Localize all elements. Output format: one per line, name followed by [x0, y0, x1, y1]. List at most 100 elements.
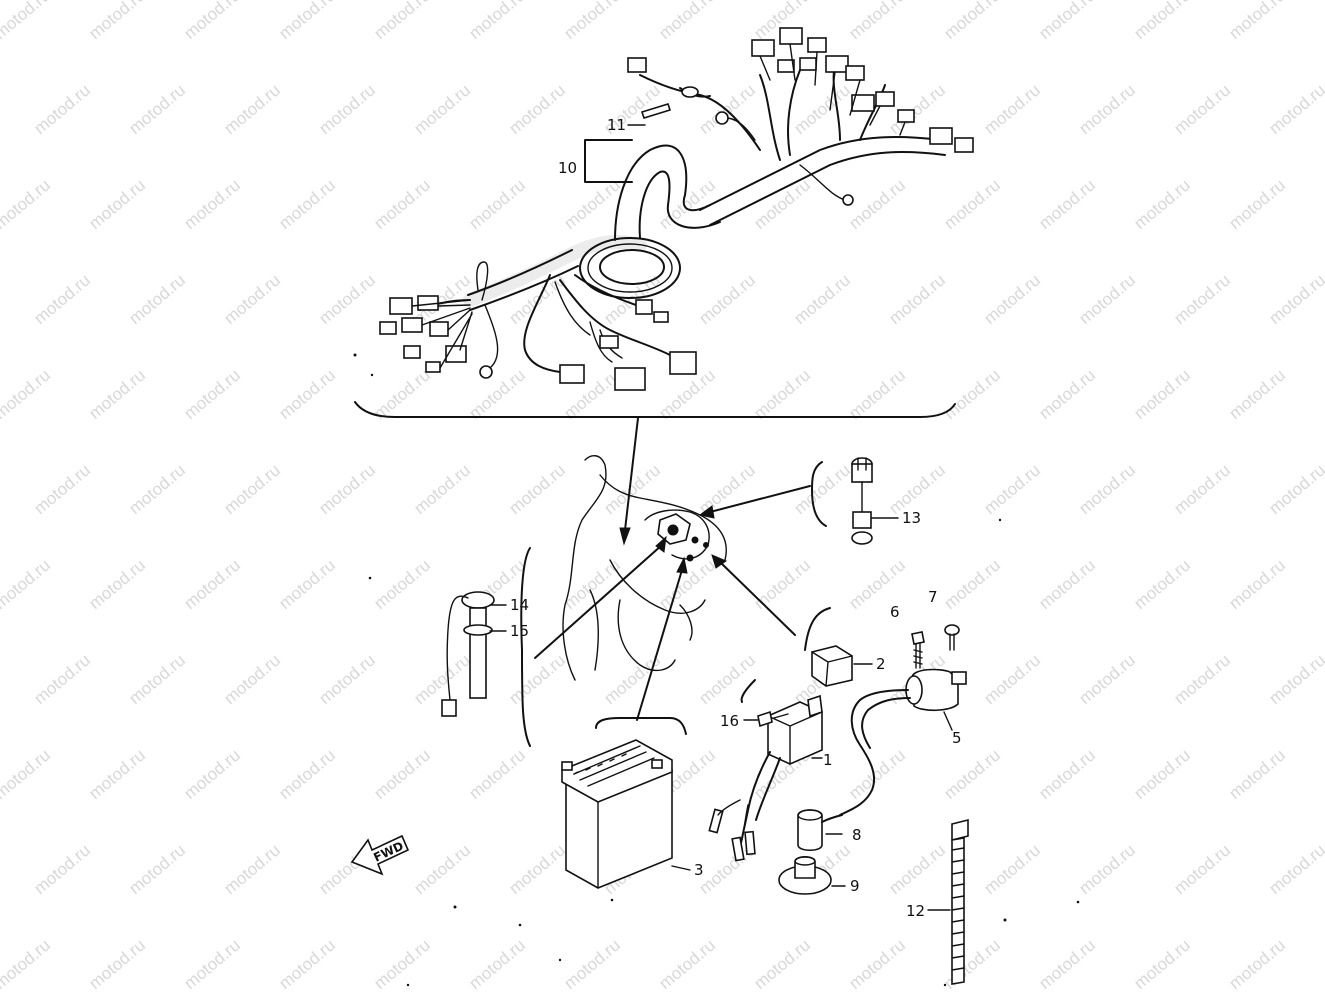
harness-connectors-lower [379, 261, 499, 379]
watermark-text: motod.ru [410, 80, 474, 138]
watermark-text: motod.ru [695, 460, 759, 518]
watermark-text: motod.ru [1075, 270, 1139, 328]
watermark-text: motod.ru [1130, 745, 1194, 803]
watermark-text: motod.ru [275, 745, 339, 803]
harness-branches-lower [523, 274, 697, 391]
watermark-text: motod.ru [750, 365, 814, 423]
watermark-text: motod.ru [940, 0, 1004, 43]
watermark-text: motod.ru [1075, 840, 1139, 898]
callout-15: 15 [510, 622, 529, 640]
battery-bracket [595, 717, 687, 735]
watermark-text: motod.ru [0, 365, 54, 423]
watermark-text: motod.ru [180, 555, 244, 613]
watermark-text: motod.ru [980, 270, 1044, 328]
watermark-text: motod.ru [125, 840, 189, 898]
watermark-text: motod.ru [940, 555, 1004, 613]
watermark-text: motod.ru [1265, 270, 1325, 328]
watermark-text: motod.ru [750, 175, 814, 233]
pointer-relay-coil [719, 561, 796, 636]
fuse-icon [640, 103, 672, 119]
watermark-text: motod.ru [1320, 555, 1325, 613]
watermark-text: motod.ru [0, 555, 54, 613]
callout-11: 11 [607, 116, 626, 134]
watermark-text: motod.ru [85, 555, 149, 613]
watermark-text: motod.ru [315, 270, 379, 328]
watermark-text: motod.ru [85, 745, 149, 803]
watermark-text: motod.ru [180, 0, 244, 43]
watermark-text: motod.ru [695, 80, 759, 138]
watermark-text: motod.ru [125, 460, 189, 518]
watermark-text: motod.ru [1225, 0, 1289, 43]
watermark-text: motod.ru [1320, 365, 1325, 423]
watermark-text: motod.ru [1130, 935, 1194, 993]
watermark-text: motod.ru [275, 935, 339, 993]
watermark-text: motod.ru [220, 460, 284, 518]
pointer-main-switch [709, 485, 811, 513]
ignitor-unit [708, 694, 823, 862]
watermark-text: motod.ru [1320, 935, 1325, 993]
watermark-text: motod.ru [505, 80, 569, 138]
harness-bracket [354, 401, 956, 418]
callout-10-bracket [584, 139, 633, 183]
watermark-text: motod.ru [1170, 270, 1234, 328]
watermark-text: motod.ru [790, 80, 854, 138]
scan-specks [353, 353, 1080, 987]
watermark-text: motod.ru [1265, 650, 1325, 708]
watermark-text: motod.ru [85, 935, 149, 993]
watermark-text: motod.ru [85, 0, 149, 43]
watermark-text: motod.ru [465, 935, 529, 993]
callout-10: 10 [558, 159, 577, 177]
cable-band [927, 818, 969, 985]
watermark-text: motod.ru [315, 460, 379, 518]
callout-5: 5 [952, 729, 962, 747]
callout-16: 16 [720, 712, 739, 730]
watermark-text: motod.ru [885, 840, 949, 898]
watermark-text: motod.ru [1035, 365, 1099, 423]
harness-pointer-line [624, 417, 639, 531]
watermark-text: motod.ru [1170, 650, 1234, 708]
watermark-text: motod.ru [125, 80, 189, 138]
callout-12: 12 [906, 902, 925, 920]
watermark-text: motod.ru [125, 270, 189, 328]
watermark-text: motod.ru [940, 935, 1004, 993]
watermark-text: motod.ru [1225, 365, 1289, 423]
battery [561, 717, 691, 889]
watermark-text: motod.ru [845, 0, 909, 43]
watermark-text: motod.ru [370, 0, 434, 43]
watermark-text: motod.ru [0, 745, 54, 803]
watermark-text: motod.ru [30, 650, 94, 708]
callout-9: 9 [850, 877, 860, 895]
watermark-text: motod.ru [1130, 555, 1194, 613]
watermark-text: motod.ru [1075, 650, 1139, 708]
watermark-text: motod.ru [750, 555, 814, 613]
watermark-text: motod.ru [180, 365, 244, 423]
watermark-text: motod.ru [980, 80, 1044, 138]
plug-cap-cover [778, 855, 846, 895]
connector-icon [627, 57, 647, 73]
watermark-text: motod.ru [980, 460, 1044, 518]
spark-plug-cap [797, 809, 843, 852]
watermark-text: motod.ru [465, 0, 529, 43]
watermark-text: motod.ru [1225, 555, 1289, 613]
watermark-text: motod.ru [85, 175, 149, 233]
watermark-text: motod.ru [465, 365, 529, 423]
watermark-text: motod.ru [180, 175, 244, 233]
watermark-text: motod.ru [1035, 0, 1099, 43]
watermark-text: motod.ru [505, 650, 569, 708]
watermark-text: motod.ru [885, 270, 949, 328]
watermark-text: motod.ru [1320, 175, 1325, 233]
watermark-text: motod.ru [275, 0, 339, 43]
watermark-text: motod.ru [560, 175, 624, 233]
fuel-sender-bracket [520, 547, 531, 747]
relay [740, 607, 873, 703]
watermark-text: motod.ru [505, 460, 569, 518]
watermark-text: motod.ru [505, 840, 569, 898]
ignition-coil [839, 668, 967, 816]
watermark-text: motod.ru [370, 175, 434, 233]
watermark-text: motod.ru [30, 460, 94, 518]
watermark-text: motod.ru [370, 935, 434, 993]
pointer-fuel-sender [534, 544, 663, 659]
watermark-text: motod.ru [410, 460, 474, 518]
callout-14: 14 [510, 596, 529, 614]
watermark-text: motod.ru [1225, 745, 1289, 803]
